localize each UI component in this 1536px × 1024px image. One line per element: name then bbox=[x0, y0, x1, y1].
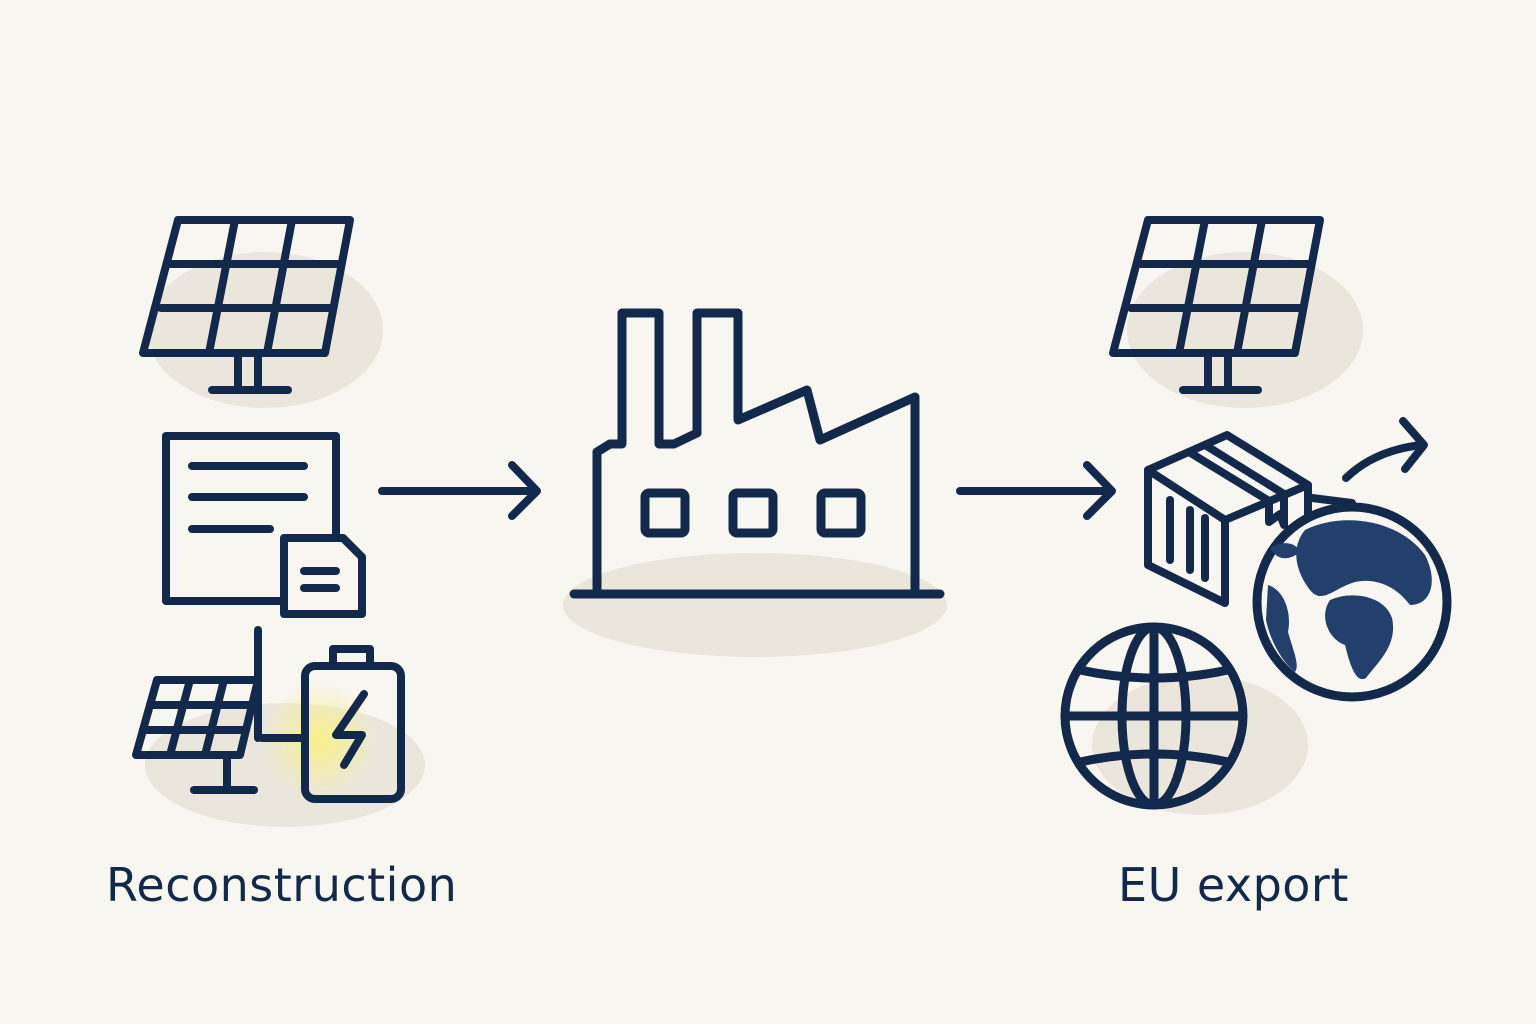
factory-icon bbox=[569, 308, 945, 599]
document-icon bbox=[162, 432, 366, 618]
arrow-right-icon bbox=[378, 461, 541, 520]
package-box-icon bbox=[1144, 431, 1356, 607]
earth-globe-icon bbox=[1252, 502, 1452, 702]
reconstruction-label: Reconstruction bbox=[106, 858, 458, 912]
solar-battery-icon bbox=[132, 626, 405, 803]
eu-export-label: EU export bbox=[1118, 858, 1349, 912]
solar-panel-icon bbox=[139, 216, 354, 394]
arrow-right-icon bbox=[956, 461, 1116, 520]
globe-icon bbox=[1060, 622, 1248, 810]
export-arrow-icon bbox=[1342, 417, 1428, 482]
solar-panel-icon bbox=[1109, 216, 1324, 394]
